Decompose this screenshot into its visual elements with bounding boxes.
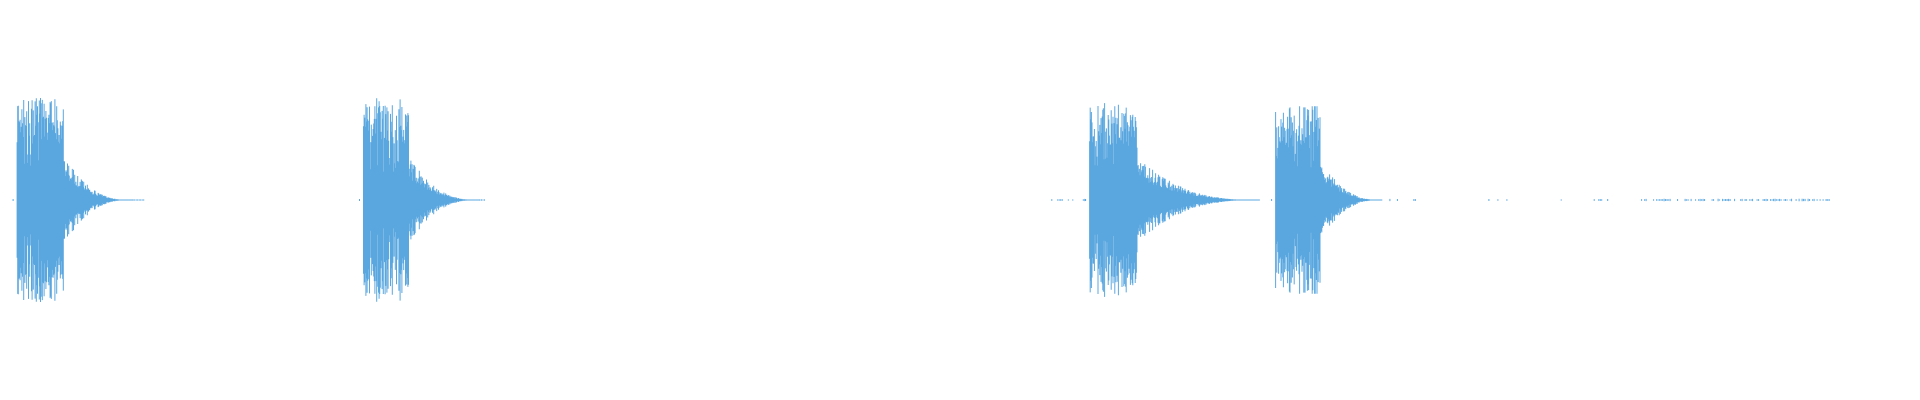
waveform-samples — [12, 98, 1830, 302]
waveform-path — [12, 98, 1830, 302]
